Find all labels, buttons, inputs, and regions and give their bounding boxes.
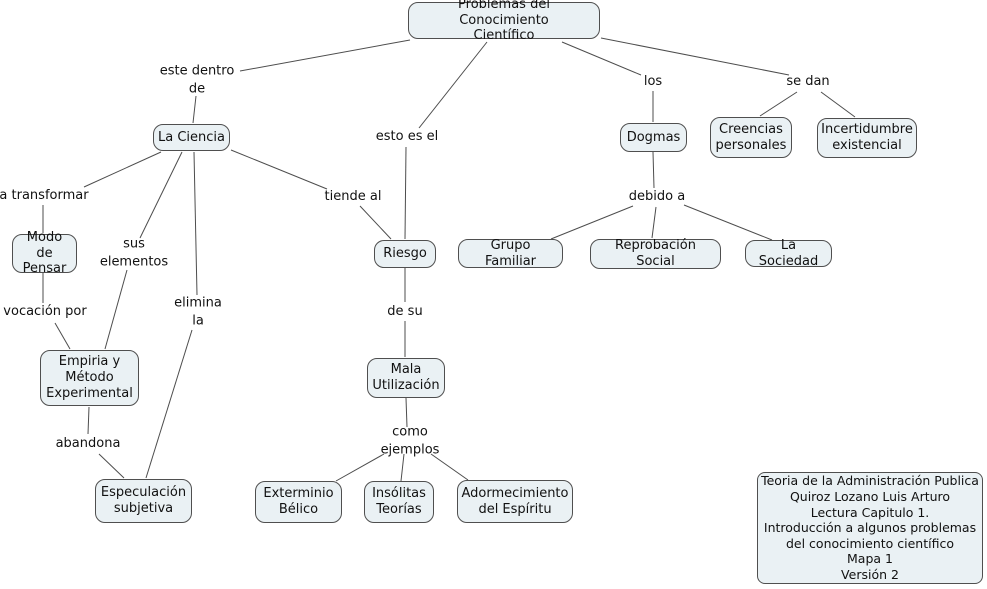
link-label-elimina-la[interactable]: elimina la	[174, 295, 222, 328]
link-label-esto-es-el[interactable]: esto es el	[375, 129, 439, 145]
node-riesgo[interactable]: Riesgo	[374, 240, 436, 268]
link-label-este-dentro-de[interactable]: este dentro de	[159, 63, 235, 96]
link-label-sus-elementos[interactable]: sus elementos	[99, 236, 169, 269]
node-especulacion-subjetiva[interactable]: Especulación subjetiva	[95, 479, 192, 523]
link-label-como-ejemplos[interactable]: como ejemplos	[380, 424, 440, 457]
link-label-se-dan[interactable]: se dan	[786, 74, 830, 90]
node-la-ciencia[interactable]: La Ciencia	[153, 124, 230, 151]
node-adormecimiento-del-espiritu[interactable]: Adormecimiento del Espíritu	[457, 480, 573, 523]
node-empiria-y-metodo-experimental[interactable]: Empiria y Método Experimental	[40, 350, 139, 406]
link-label-tiende-al[interactable]: tiende al	[324, 189, 382, 205]
node-problemas-del-conocimiento-cientifico[interactable]: Problemas del Conocimiento Científico	[408, 0, 600, 43]
node-insolitas-teorias[interactable]: Insólitas Teorías	[364, 481, 434, 523]
node-incertidumbre-existencial[interactable]: Incertidumbre existencial	[817, 118, 917, 158]
link-label-vocacion-por[interactable]: vocación por	[3, 304, 87, 320]
info-box[interactable]: Teoria de la Administración Publica Quir…	[757, 472, 983, 584]
node-la-sociedad[interactable]: La Sociedad	[745, 238, 832, 269]
node-dogmas[interactable]: Dogmas	[620, 123, 687, 152]
node-exterminio-belico[interactable]: Exterminio Bélico	[255, 481, 342, 523]
link-label-abandona[interactable]: abandona	[55, 436, 121, 452]
link-label-a-transformar[interactable]: a transformar	[0, 188, 89, 204]
link-label-de-su[interactable]: de su	[387, 304, 423, 320]
link-label-debido-a[interactable]: debido a	[628, 189, 686, 205]
node-grupo-familiar[interactable]: Grupo Familiar	[458, 238, 563, 269]
node-mala-utilizacion[interactable]: Mala Utilización	[367, 358, 445, 398]
node-creencias-personales[interactable]: Creencias personales	[710, 117, 792, 158]
link-label-los[interactable]: los	[643, 74, 663, 90]
node-modo-de-pensar[interactable]: Modo de Pensar	[12, 230, 77, 276]
node-reprobacion-social[interactable]: Reprobación Social	[590, 238, 721, 269]
